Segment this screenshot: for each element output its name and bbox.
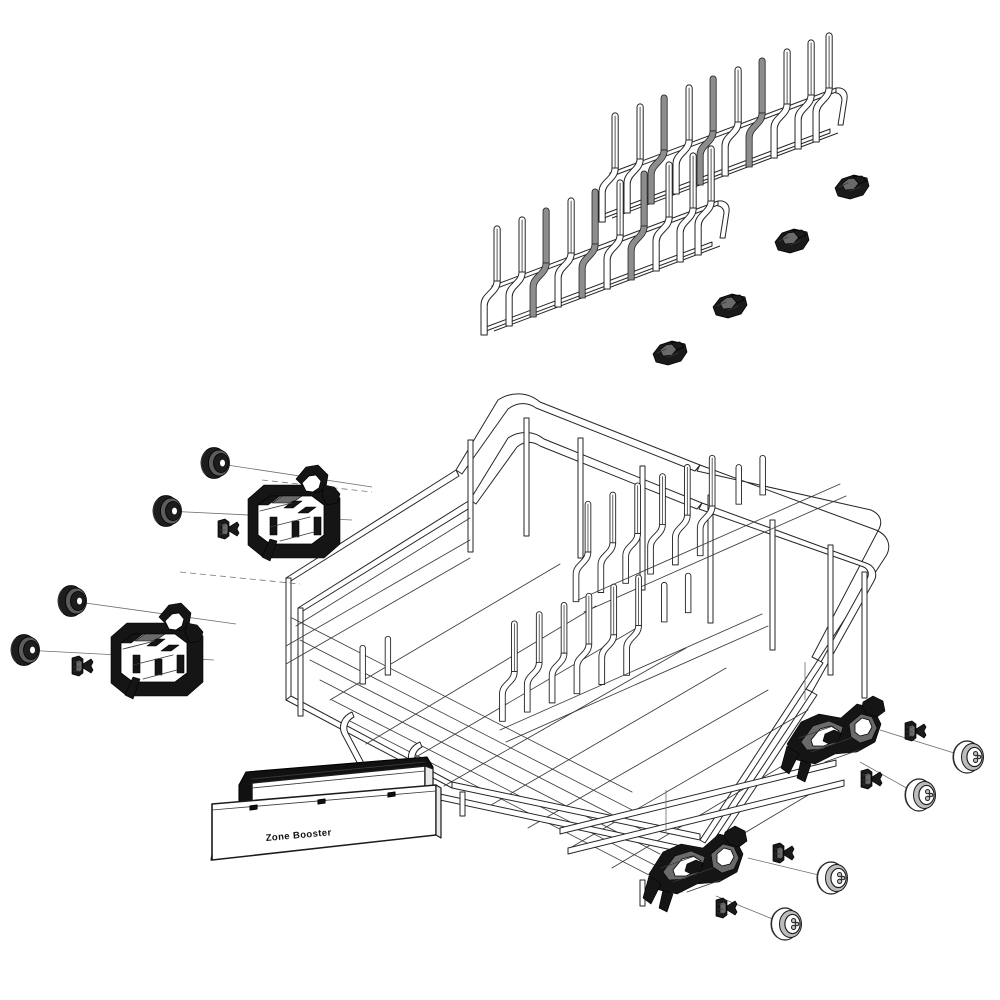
rack-post-left-2 [297, 607, 304, 717]
zb-panel-clip-3 [387, 791, 396, 798]
wheel-right-rear-a[interactable] [952, 740, 985, 774]
zone-booster-panel[interactable]: Zone Booster [210, 784, 442, 861]
lead-line-lf-dash [179, 571, 301, 585]
roller-assembly-left-front[interactable] [10, 571, 301, 700]
wheel-right-rear-b[interactable] [904, 778, 937, 812]
rack-rail-top-right [696, 464, 890, 661]
rack-dock-rail [559, 759, 837, 835]
rack-post-back-2 [523, 417, 530, 537]
zb-panel-clip-1 [249, 804, 258, 811]
rack-basket[interactable] [285, 393, 890, 907]
tine-rail-end-hook-rear [835, 87, 848, 126]
rack-top-handle-inner [469, 432, 703, 510]
tine-row-front[interactable] [480, 145, 730, 336]
zb-panel-left-edge [210, 803, 213, 861]
tine-row-rear[interactable] [598, 32, 848, 223]
lead-line-lr-wheel-a [213, 462, 373, 488]
rack-post-left-1 [285, 577, 292, 701]
rack-foot-2 [639, 879, 646, 907]
roller-assembly-left-rear[interactable] [152, 446, 373, 562]
tine-rail-end-hook-front [717, 200, 730, 239]
rack-post-back-3 [577, 437, 584, 559]
zb-panel-clip-2 [317, 798, 326, 805]
zb-panel-right-edge [435, 784, 442, 839]
wheel-right-front-a[interactable] [816, 861, 849, 895]
rack-floor-grid [291, 517, 823, 893]
wheel-left-rear-b[interactable] [152, 494, 183, 528]
rack-post-back-4 [639, 465, 646, 591]
lead-line-rr-wheel-a [879, 729, 968, 758]
rack-post-back-7 [827, 544, 834, 676]
rack-post-back-8 [861, 571, 868, 699]
wheel-left-rear-a[interactable] [200, 446, 231, 480]
rack-foot-3 [459, 791, 466, 817]
rack-rail-front-bottom [451, 781, 701, 841]
rack-post-back-6 [769, 519, 776, 651]
rack-dock-rail-2 [567, 779, 845, 855]
wheel-left-front-a[interactable] [57, 584, 88, 618]
lead-line-lf-wheel-a [70, 600, 237, 625]
wheel-right-front-b[interactable] [770, 907, 803, 941]
wheel-left-front-b[interactable] [10, 633, 41, 667]
roller-assembly-right-front[interactable] [642, 790, 849, 941]
roller-assembly-right-rear[interactable] [780, 662, 985, 812]
rack-rail-right-down [699, 659, 824, 844]
rack-post-back-1 [467, 439, 474, 553]
rack-top-handle-outer [455, 393, 701, 475]
